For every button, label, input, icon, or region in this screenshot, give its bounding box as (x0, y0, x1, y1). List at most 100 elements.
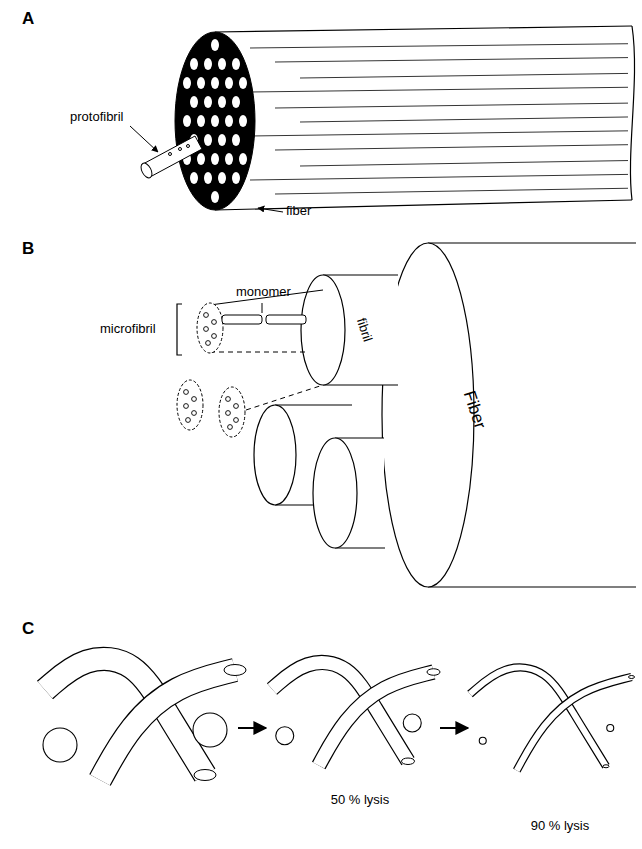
fiber-striations (250, 44, 628, 194)
protofibril-section (197, 115, 205, 127)
protofibril-section (218, 58, 226, 70)
protofibril-section (232, 58, 240, 70)
fiber-outline (100, 670, 235, 780)
striation (275, 58, 628, 62)
protofibril-section (225, 77, 233, 89)
panel-letter: A (22, 10, 34, 29)
monomer-unit (222, 315, 262, 324)
fiber-end (194, 770, 216, 781)
protofibril-section (212, 320, 217, 325)
protofibril-section (204, 172, 212, 184)
fiber-edge (215, 26, 632, 32)
step-arrow (440, 727, 468, 729)
protofibril-dot (179, 148, 182, 151)
striation (250, 44, 628, 48)
fiber-end (603, 765, 609, 768)
step-arrow (238, 727, 266, 729)
protofibril-section (239, 115, 247, 127)
fibril-end (254, 405, 296, 505)
fiber-cylinder (215, 26, 635, 210)
leader-line (262, 303, 263, 313)
fibril-end (301, 275, 345, 385)
fiber-fill (517, 677, 632, 771)
protofibril-section (211, 115, 219, 127)
leader-arrow (258, 208, 283, 212)
protofibril-section (197, 77, 205, 89)
protofibril-section (211, 77, 219, 89)
protofibril-section (190, 172, 198, 184)
fibrin-particle (276, 727, 294, 745)
protofibril-section (232, 172, 240, 184)
protofibril-section (192, 397, 197, 402)
fiber-outline (470, 668, 606, 767)
fibrin-particle (607, 725, 614, 732)
fiber-edge (428, 586, 636, 587)
protofibril-section (184, 390, 189, 395)
protofibril-end (139, 161, 154, 179)
protofibril-section (204, 134, 212, 146)
fiber-end (629, 676, 635, 679)
monomer-unit (266, 315, 306, 324)
protofibril-section (204, 58, 212, 70)
striation (300, 161, 628, 166)
protofibril-section (226, 411, 231, 416)
protofibril-section (239, 153, 247, 165)
fiber-outline (517, 677, 632, 771)
panel-letter: C (22, 620, 34, 639)
part-label: fiber (286, 204, 311, 218)
striation (250, 131, 628, 136)
protofibril-section (183, 77, 191, 89)
leader-arrow (130, 126, 158, 152)
microfibril-edge (210, 352, 305, 353)
fiber-end (402, 758, 415, 765)
protofibril-dot (169, 153, 172, 156)
protofibril-section (204, 313, 209, 318)
microfibril (197, 303, 223, 353)
protofibril-section (186, 418, 191, 423)
protofibril-section (225, 153, 233, 165)
lysis-stage (470, 668, 635, 771)
striation (250, 174, 628, 180)
stage-caption: 90 % lysis (531, 819, 590, 833)
striation (250, 87, 628, 92)
fiber-cylinder (382, 243, 636, 587)
fiber-end (224, 665, 246, 676)
protofibril-section (211, 39, 219, 51)
protofibril-dot (187, 145, 190, 148)
protofibril-section (204, 327, 209, 332)
protofibril-section (218, 172, 226, 184)
protofibril-section (211, 153, 219, 165)
protofibril-section (204, 96, 212, 108)
protofibril-section (197, 153, 205, 165)
protofibril-section (228, 425, 233, 430)
fiber-edge (215, 200, 632, 210)
protofibril-section (218, 96, 226, 108)
stage-caption: 50 % lysis (331, 793, 390, 807)
microfibril-edge (246, 385, 323, 410)
fiber-fill (100, 670, 235, 780)
fibril-cylinders (254, 275, 398, 548)
monomers (222, 315, 306, 324)
protofibril-section (190, 58, 198, 70)
fiber-end (630, 26, 634, 200)
fiber-fill (272, 663, 408, 762)
protofibril-section (190, 96, 198, 108)
protofibril-section (239, 77, 247, 89)
fiber-fill (319, 672, 434, 766)
protofibril-dots (183, 39, 247, 203)
bracket (177, 304, 182, 355)
fibrin-particle (193, 713, 227, 747)
lysis-stage (43, 659, 246, 781)
protofibril-section (232, 96, 240, 108)
fiber-edge (428, 242, 636, 243)
protofibril-section (211, 191, 219, 203)
protofibril-section (206, 341, 211, 346)
protofibril-section (212, 334, 217, 339)
panel-letter: B (22, 240, 34, 259)
fibril-end (313, 438, 357, 548)
striation (275, 145, 628, 150)
part-label: monomer (236, 285, 291, 299)
fiber-outline (319, 672, 434, 766)
